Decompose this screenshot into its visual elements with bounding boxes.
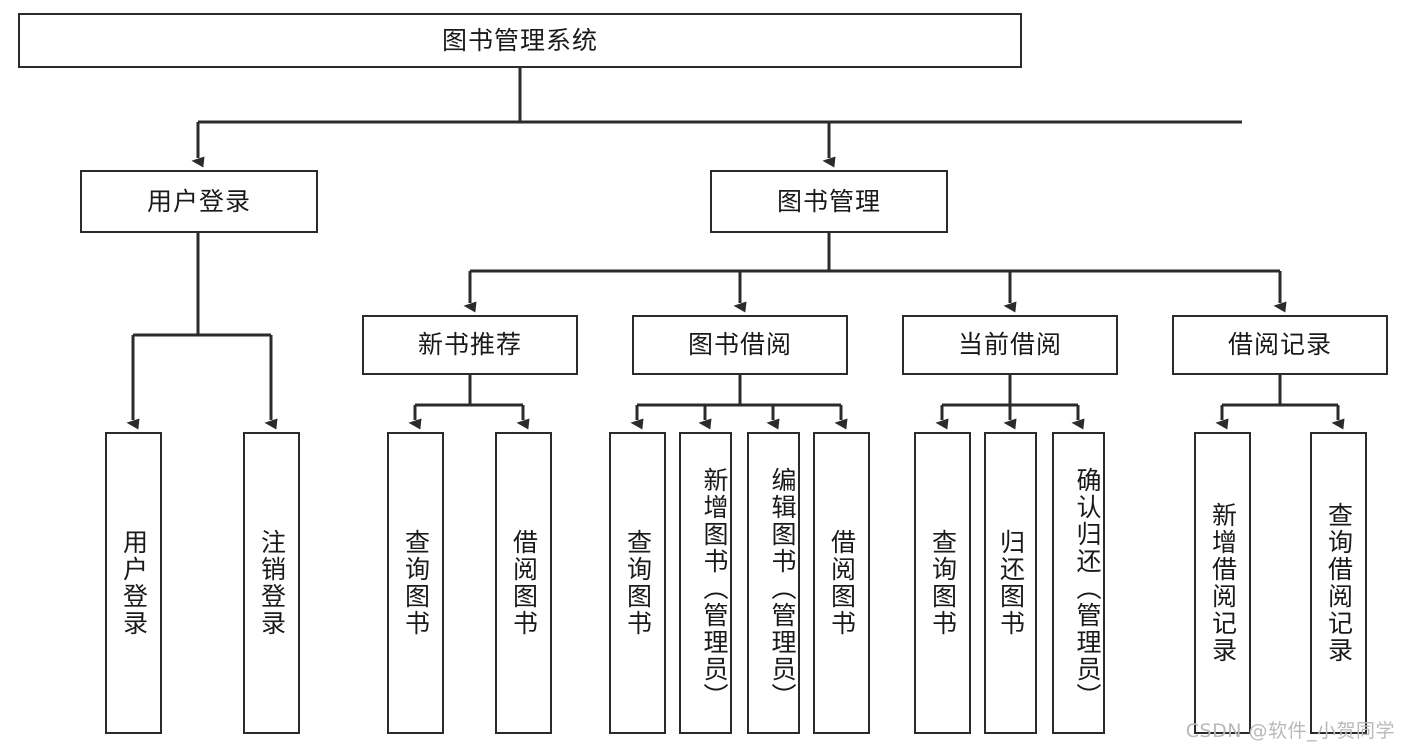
node-label: 用户登录 — [146, 186, 251, 216]
node-root-system[interactable]: 图书管理系统 — [18, 13, 1022, 68]
node-label: 查询图书 — [928, 529, 958, 637]
node-label: 确认归还（管理员） — [1073, 466, 1102, 710]
node-label: 图书管理系统 — [441, 25, 598, 55]
node-label: 查询图书 — [401, 529, 431, 637]
leaf-borrow-book-new[interactable]: 借阅图书 — [495, 432, 552, 734]
node-label: 归还图书 — [996, 529, 1026, 637]
node-label: 查询图书 — [623, 529, 653, 637]
leaf-add-borrow-record[interactable]: 新增借阅记录 — [1194, 432, 1251, 734]
leaf-query-borrow-record[interactable]: 查询借阅记录 — [1310, 432, 1367, 734]
node-label: 借阅图书 — [827, 529, 857, 637]
leaf-confirm-return-admin[interactable]: 确认归还（管理员） — [1052, 432, 1105, 734]
node-label: 新增图书（管理员） — [700, 466, 729, 710]
leaf-logout-login[interactable]: 注销登录 — [243, 432, 300, 734]
node-label: 用户登录 — [119, 529, 149, 637]
node-label: 注销登录 — [257, 529, 287, 637]
leaf-query-book-new[interactable]: 查询图书 — [387, 432, 444, 734]
node-label: 编辑图书（管理员） — [768, 466, 797, 710]
leaf-query-book-current[interactable]: 查询图书 — [914, 432, 971, 734]
node-label: 借阅图书 — [509, 529, 539, 637]
node-label: 图书管理 — [776, 186, 881, 216]
leaf-add-book-admin[interactable]: 新增图书（管理员） — [679, 432, 732, 734]
node-book-management[interactable]: 图书管理 — [710, 170, 948, 233]
leaf-user-login[interactable]: 用户登录 — [105, 432, 162, 734]
node-borrow-record[interactable]: 借阅记录 — [1172, 315, 1388, 375]
node-label: 查询借阅记录 — [1324, 502, 1354, 664]
node-label: 图书借阅 — [687, 330, 792, 360]
leaf-query-book-borrow[interactable]: 查询图书 — [609, 432, 666, 734]
node-book-borrow[interactable]: 图书借阅 — [632, 315, 848, 375]
csdn-watermark: CSDN @软件_小贺同学 — [1185, 720, 1395, 742]
node-label: 借阅记录 — [1227, 330, 1332, 360]
node-label: 新增借阅记录 — [1208, 502, 1238, 664]
node-current-borrow[interactable]: 当前借阅 — [902, 315, 1118, 375]
leaf-return-book[interactable]: 归还图书 — [984, 432, 1037, 734]
node-new-book-recommend[interactable]: 新书推荐 — [362, 315, 578, 375]
leaf-borrow-book[interactable]: 借阅图书 — [813, 432, 870, 734]
leaf-edit-book-admin[interactable]: 编辑图书（管理员） — [747, 432, 800, 734]
node-label: 当前借阅 — [957, 330, 1062, 360]
node-label: 新书推荐 — [417, 330, 522, 360]
node-user-login[interactable]: 用户登录 — [80, 170, 318, 233]
